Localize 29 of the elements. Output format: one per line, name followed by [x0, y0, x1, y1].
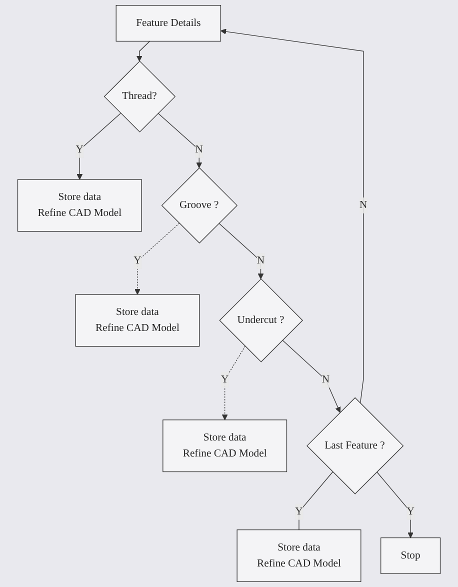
edge-label: Y: [295, 506, 303, 518]
arrow: [220, 28, 364, 404]
arrow: [222, 346, 246, 420]
node-box: Store data Refine CAD Model: [75, 294, 200, 347]
node-diamond: Groove ?: [161, 167, 238, 244]
edge-label: Y: [76, 144, 84, 156]
node-box: Store data Refine CAD Model: [236, 529, 362, 582]
arrow: [134, 222, 180, 295]
arrow: [136, 40, 150, 62]
arrow: [76, 112, 122, 180]
arrow: [158, 112, 202, 168]
node-diamond: Thread?: [104, 60, 176, 132]
edge-label: Y: [406, 506, 414, 518]
arrow: [282, 340, 341, 413]
connector: [298, 472, 334, 530]
node-box: Stop: [380, 537, 441, 574]
edge-label: Y: [134, 255, 142, 266]
edge-label: N: [359, 199, 368, 211]
arrow: [376, 472, 414, 538]
edge-label: Y: [220, 374, 229, 386]
edge-label: N: [256, 255, 265, 266]
edge-label: N: [322, 374, 330, 386]
node-diamond: Undercut ?: [219, 278, 303, 362]
node-box: Store data Refine CAD Model: [17, 179, 142, 232]
edge-label: N: [195, 144, 203, 156]
node-diamond: Last Feature ?: [306, 397, 404, 494]
node-box: Store data Refine CAD Model: [162, 420, 288, 472]
node-box: Feature Details: [116, 4, 222, 42]
arrow: [218, 222, 264, 280]
